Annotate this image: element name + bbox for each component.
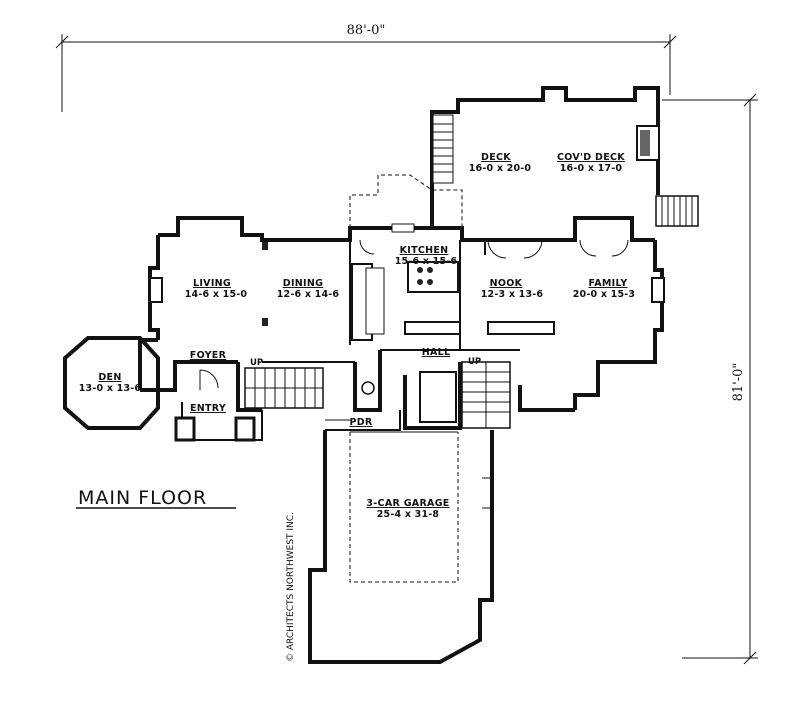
svg-text:16-0 x 20-0: 16-0 x 20-0 — [469, 163, 532, 174]
room-label-family: FAMILY 20-0 x 15-3 — [573, 278, 636, 300]
svg-text:DEN: DEN — [98, 372, 121, 383]
den-room — [63, 336, 160, 430]
room-label-den: DEN 13-0 x 13-6 — [79, 372, 142, 394]
svg-text:ENTRY: ENTRY — [190, 403, 226, 414]
svg-text:KITCHEN: KITCHEN — [400, 245, 449, 256]
svg-text:FOYER: FOYER — [190, 350, 227, 361]
deck-area — [430, 86, 699, 228]
depth-dimension: 81'-0" — [662, 93, 758, 665]
room-label-nook: NOOK 12-3 x 13-6 — [481, 278, 544, 300]
svg-text:COV'D DECK: COV'D DECK — [557, 152, 625, 163]
svg-text:13-0 x 13-6: 13-0 x 13-6 — [79, 383, 142, 394]
depth-dimension-label: 81'-0" — [731, 363, 746, 402]
svg-text:3-CAR GARAGE: 3-CAR GARAGE — [366, 498, 449, 509]
svg-text:25-4 x 31-8: 25-4 x 31-8 — [377, 509, 440, 520]
room-label-covd-deck: COV'D DECK 16-0 x 17-0 — [557, 152, 625, 174]
svg-text:12-6 x 14-6: 12-6 x 14-6 — [277, 289, 340, 300]
family-fireplace — [651, 277, 665, 303]
room-label-hall: HALL — [422, 347, 451, 358]
svg-text:14-6 x 15-0: 14-6 x 15-0 — [185, 289, 248, 300]
svg-text:HALL: HALL — [422, 347, 451, 358]
copyright-text: © ARCHITECTS NORTHWEST INC. — [286, 512, 296, 662]
svg-text:NOOK: NOOK — [490, 278, 523, 289]
stair-up-label-left: UP — [250, 358, 263, 368]
svg-text:LIVING: LIVING — [193, 278, 231, 289]
hall-area — [325, 350, 511, 430]
room-label-foyer: FOYER — [190, 350, 227, 361]
room-label-entry: ENTRY — [190, 403, 226, 414]
svg-text:20-0 x 15-3: 20-0 x 15-3 — [573, 289, 636, 300]
width-dimension-label: 88'-0" — [347, 23, 386, 38]
living-fireplace — [149, 277, 163, 303]
svg-text:FAMILY: FAMILY — [589, 278, 628, 289]
room-label-pdr: PDR — [349, 417, 372, 428]
foyer-entry — [140, 360, 263, 442]
svg-text:16-0 x 17-0: 16-0 x 17-0 — [560, 163, 623, 174]
main-stair — [244, 367, 324, 409]
room-label-kitchen: KITCHEN 15-6 x 15-6 — [395, 245, 458, 267]
room-label-deck: DECK 16-0 x 20-0 — [469, 152, 532, 174]
garage — [308, 410, 494, 664]
svg-text:DECK: DECK — [481, 152, 511, 163]
stair-up-label-right: UP — [468, 357, 481, 367]
kitchen-counters — [351, 223, 555, 341]
svg-text:15-6 x 15-6: 15-6 x 15-6 — [395, 256, 458, 267]
svg-text:DINING: DINING — [283, 278, 323, 289]
width-dimension: 88'-0" — [55, 23, 677, 112]
svg-text:PDR: PDR — [349, 417, 372, 428]
north-doors — [359, 239, 629, 259]
svg-text:12-3 x 13-6: 12-3 x 13-6 — [481, 289, 544, 300]
room-label-dining: DINING 12-6 x 14-6 — [277, 278, 340, 300]
room-label-garage: 3-CAR GARAGE 25-4 x 31-8 — [366, 498, 449, 520]
plan-title: MAIN FLOOR — [78, 487, 207, 509]
room-label-living: LIVING 14-6 x 15-0 — [185, 278, 248, 300]
